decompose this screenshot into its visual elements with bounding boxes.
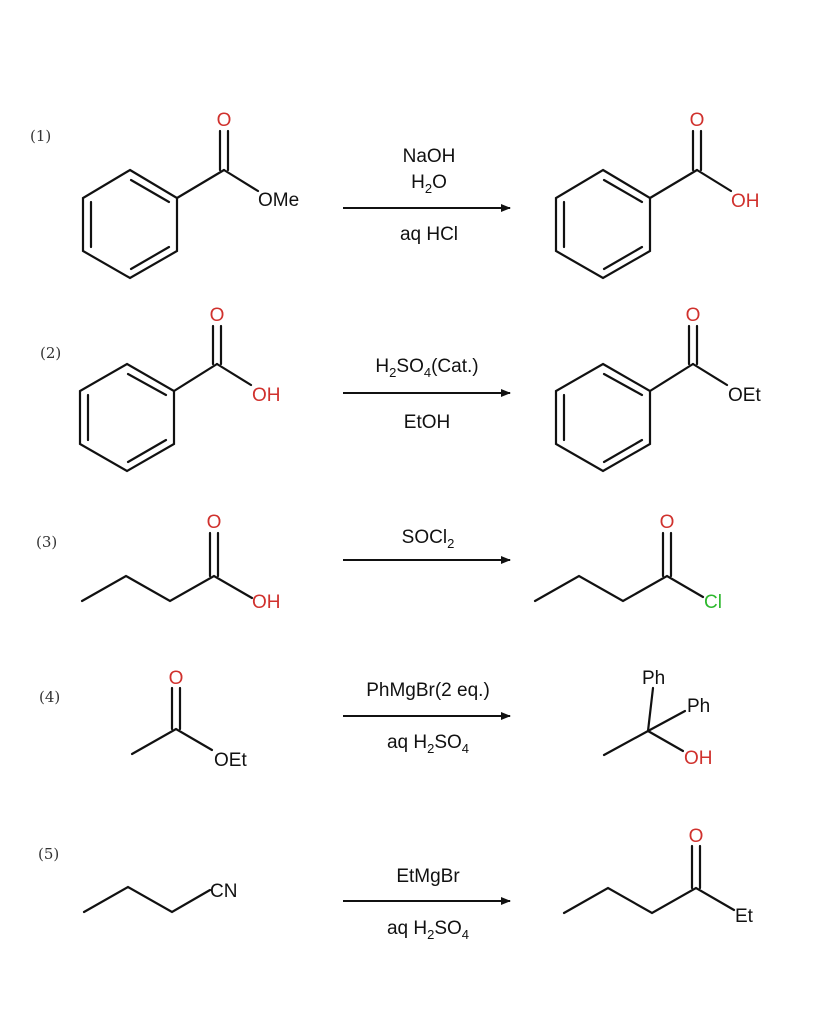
benzene-ring bbox=[78, 362, 176, 473]
bond bbox=[648, 362, 695, 393]
benzene-ring bbox=[554, 362, 652, 473]
product-benzoic-acid: O OH bbox=[554, 110, 760, 280]
product-tertiary-alcohol: Ph Ph OH bbox=[602, 668, 713, 769]
carbon-chain bbox=[82, 885, 212, 914]
carbon-chain bbox=[80, 574, 254, 603]
carbon-chain bbox=[130, 727, 214, 756]
reagent-2: aq H2SO4 bbox=[387, 918, 469, 942]
carbon-chain bbox=[533, 574, 705, 603]
reagent-2: H2O bbox=[411, 172, 447, 196]
ring-double-bond bbox=[602, 438, 644, 464]
reagent-1: NaOH bbox=[403, 146, 456, 167]
ring-double-bond bbox=[126, 372, 168, 397]
conditions: H2SO4(Cat.) EtOH bbox=[375, 356, 478, 433]
oxygen-label: O bbox=[217, 110, 232, 131]
bond bbox=[215, 362, 253, 387]
conditions: NaOH H2O aq HCl bbox=[400, 146, 458, 245]
conditions: SOCl2 bbox=[402, 527, 455, 551]
reactant-butanoic-acid: O OH bbox=[80, 512, 281, 613]
reagent-1: SOCl2 bbox=[402, 527, 455, 551]
ring-double-bond bbox=[602, 372, 644, 397]
oxygen-label: O bbox=[690, 110, 705, 131]
benzene-ring bbox=[554, 168, 652, 280]
reagent-1: PhMgBr(2 eq.) bbox=[366, 680, 490, 701]
oxygen-label: O bbox=[660, 512, 675, 533]
bond bbox=[602, 729, 650, 757]
ethyl-label: Et bbox=[735, 906, 754, 927]
benzene-ring bbox=[81, 168, 179, 280]
reactant-butanenitrile: CN bbox=[82, 881, 237, 914]
ring-double-bond bbox=[126, 438, 168, 464]
product-butanoyl-chloride: O Cl bbox=[533, 512, 722, 613]
reaction-2: (2) O OH H2SO4(Cat.) EtOH bbox=[40, 305, 761, 473]
phenyl-label: Ph bbox=[687, 696, 710, 717]
conditions: EtMgBr aq H2SO4 bbox=[387, 866, 469, 942]
reagent-3: aq HCl bbox=[400, 224, 458, 245]
substituent-label: OEt bbox=[214, 750, 247, 771]
reaction-number: (5) bbox=[38, 845, 59, 863]
ring-double-bond bbox=[129, 245, 171, 271]
reagent-1: H2SO4(Cat.) bbox=[375, 356, 478, 380]
bond bbox=[646, 686, 655, 733]
reagent-2: aq H2SO4 bbox=[387, 732, 469, 756]
ring-double-bond bbox=[129, 178, 171, 204]
oxygen-label: O bbox=[686, 305, 701, 326]
bond bbox=[646, 709, 687, 733]
hydroxyl-label: OH bbox=[252, 385, 281, 406]
bond bbox=[175, 168, 226, 200]
reaction-number: (2) bbox=[40, 344, 61, 362]
substituent-label: OMe bbox=[258, 190, 299, 211]
conditions: PhMgBr(2 eq.) aq H2SO4 bbox=[366, 680, 490, 756]
bond bbox=[172, 362, 219, 393]
reaction-5: (5) CN EtMgBr aq H2SO4 O Et bbox=[38, 826, 754, 942]
reaction-number: (1) bbox=[30, 127, 51, 145]
substituent-label: OEt bbox=[728, 385, 761, 406]
oxygen-label: O bbox=[210, 305, 225, 326]
hydroxyl-label: OH bbox=[731, 191, 760, 212]
bond bbox=[648, 168, 699, 200]
bond bbox=[222, 168, 260, 193]
ring-double-bond bbox=[602, 178, 644, 204]
product-ketone: O Et bbox=[562, 826, 754, 927]
bond bbox=[695, 168, 733, 193]
reactant-benzoic-acid: O OH bbox=[78, 305, 281, 473]
oxygen-label: O bbox=[169, 668, 184, 689]
reaction-3: (3) O OH SOCl2 O Cl bbox=[36, 512, 722, 613]
hydroxyl-label: OH bbox=[684, 748, 713, 769]
product-ethyl-benzoate: O OEt bbox=[554, 305, 761, 473]
carbon-chain bbox=[562, 886, 736, 915]
reaction-4: (4) O OEt PhMgBr(2 eq.) aq H2SO4 Ph Ph O… bbox=[39, 668, 713, 771]
bond bbox=[646, 729, 685, 753]
reaction-1: (1) O OMe NaOH H2O aq HCl bbox=[30, 110, 760, 280]
reactant-methyl-benzoate: O OMe bbox=[81, 110, 299, 280]
reagent-1: EtMgBr bbox=[396, 866, 460, 887]
phenyl-label: Ph bbox=[642, 668, 665, 689]
ring-double-bond bbox=[602, 245, 644, 271]
reaction-number: (4) bbox=[39, 688, 60, 706]
nitrile-label: CN bbox=[210, 881, 237, 902]
reagent-2: EtOH bbox=[404, 412, 450, 433]
hydroxyl-label: OH bbox=[252, 592, 281, 613]
reactant-ethyl-acetate: O OEt bbox=[130, 668, 247, 771]
oxygen-label: O bbox=[207, 512, 222, 533]
chlorine-label: Cl bbox=[704, 592, 722, 613]
oxygen-label: O bbox=[689, 826, 704, 847]
bond bbox=[691, 362, 729, 387]
reaction-number: (3) bbox=[36, 533, 57, 551]
